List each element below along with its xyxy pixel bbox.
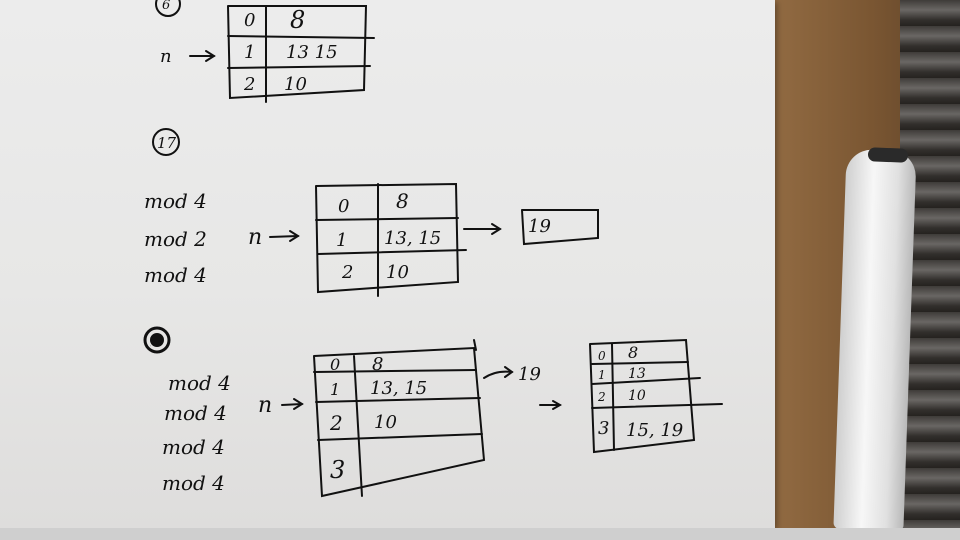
s3-value-0: 8 bbox=[372, 354, 383, 375]
s1-value-1: 13 15 bbox=[286, 42, 338, 63]
section-2-pointer: n bbox=[248, 225, 262, 250]
section-2-marker: 17 bbox=[157, 134, 177, 152]
s2-label-1: mod 2 bbox=[144, 227, 207, 251]
notebook-paper bbox=[0, 0, 775, 528]
s2-index-1: 1 bbox=[336, 230, 347, 251]
s3r-value-1: 13 bbox=[628, 366, 646, 382]
s3r-index-3: 3 bbox=[598, 418, 609, 439]
s1-value-2: 10 bbox=[284, 74, 307, 95]
s2-value-1: 13, 15 bbox=[384, 228, 441, 249]
s3r-index-2: 2 bbox=[597, 390, 606, 404]
s3-value-2: 10 bbox=[374, 412, 397, 433]
s3-index-3: 3 bbox=[330, 456, 345, 484]
section-3-marker: @ bbox=[150, 344, 151, 347]
s2-overflow-value: 19 bbox=[528, 216, 551, 237]
bottom-edge bbox=[0, 528, 960, 540]
s3-index-1: 1 bbox=[330, 380, 340, 399]
s3r-index-0: 0 bbox=[598, 349, 606, 363]
s2-label-2: mod 4 bbox=[144, 263, 207, 287]
s3r-index-1: 1 bbox=[598, 368, 606, 382]
s2-value-2: 10 bbox=[386, 262, 409, 283]
s3r-value-2: 10 bbox=[628, 388, 646, 404]
s3r-value-3: 15, 19 bbox=[626, 420, 683, 441]
section-1-marker: 6 bbox=[162, 0, 170, 13]
section-3-pointer: n bbox=[258, 393, 272, 418]
s2-value-0: 8 bbox=[396, 189, 409, 213]
s3-label-0: mod 4 bbox=[168, 371, 231, 395]
s3r-value-0: 8 bbox=[628, 343, 638, 362]
s2-label-0: mod 4 bbox=[144, 189, 207, 213]
s3-label-3: mod 4 bbox=[162, 471, 225, 495]
s2-index-2: 2 bbox=[341, 262, 353, 283]
s1-index-2: 2 bbox=[243, 74, 255, 95]
s3-index-2: 2 bbox=[329, 411, 343, 435]
s3-index-0: 0 bbox=[330, 355, 340, 374]
s3-value-1: 13, 15 bbox=[370, 378, 427, 399]
s3-label-1: mod 4 bbox=[164, 401, 227, 425]
s1-value-0: 8 bbox=[290, 6, 305, 34]
section-marker-circle bbox=[155, 0, 181, 17]
s1-index-1: 1 bbox=[244, 42, 255, 63]
s3-arrow-value: 19 bbox=[518, 364, 541, 385]
s3-label-2: mod 4 bbox=[162, 435, 225, 459]
s2-index-0: 0 bbox=[338, 196, 349, 217]
section-1-pointer: n bbox=[160, 46, 172, 67]
s1-index-0: 0 bbox=[244, 10, 255, 31]
